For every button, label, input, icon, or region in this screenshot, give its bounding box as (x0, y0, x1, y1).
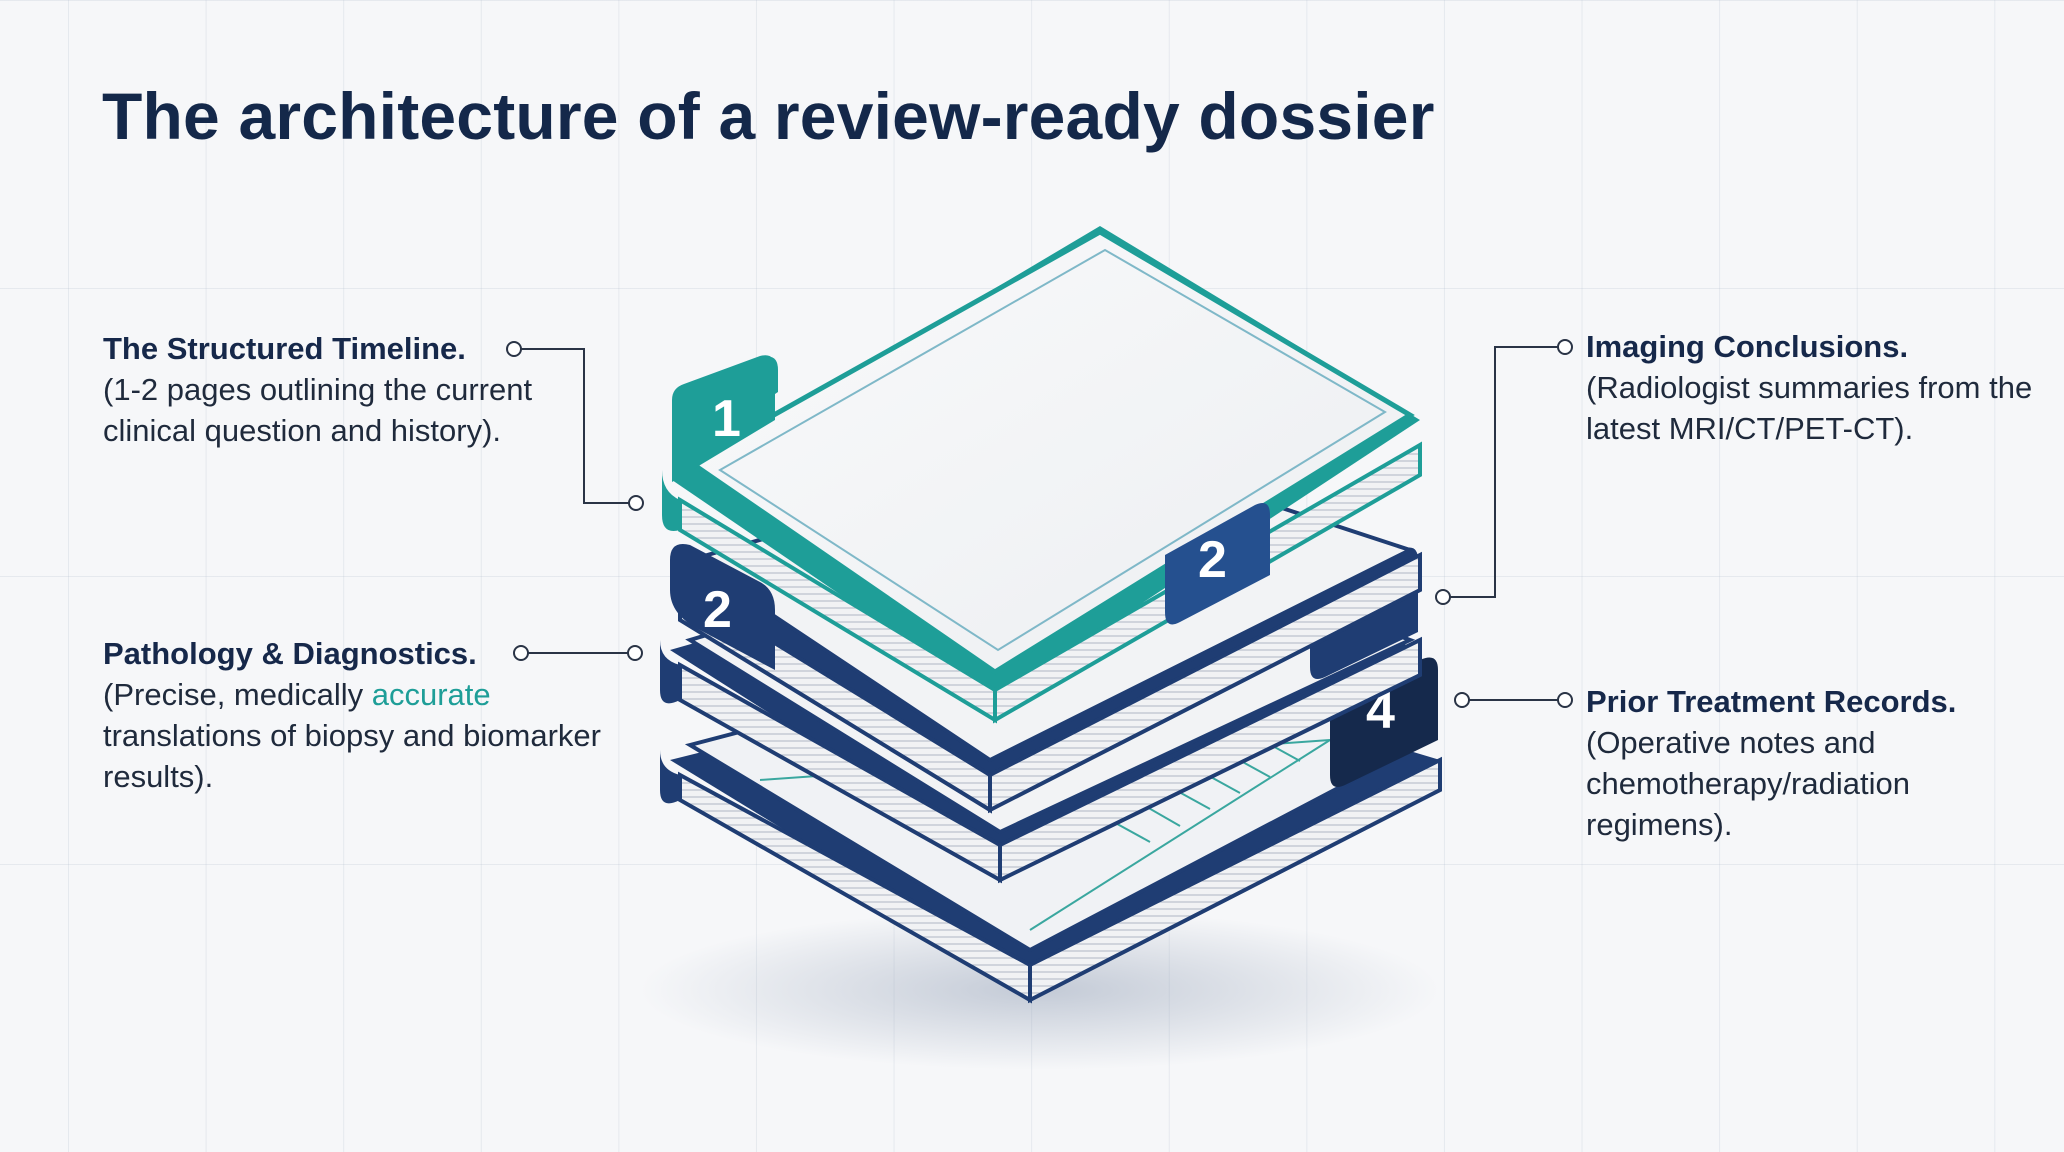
body-post: translations of biopsy and biomarker res… (103, 718, 601, 794)
callout-body: (Radiologist summaries from the latest M… (1586, 370, 2033, 446)
tab-1-number: 1 (712, 390, 741, 448)
connector-imaging (1435, 339, 1573, 605)
callout-body: (Operative notes and chemotherapy/radiat… (1586, 725, 1910, 842)
tab-2-top-number: 2 (1198, 531, 1227, 589)
book-1 (662, 226, 1422, 724)
callout-pathology-diagnostics: Pathology & Diagnostics. (Precise, medic… (103, 633, 623, 797)
callout-prior-treatment: Prior Treatment Records. (Operative note… (1586, 681, 2036, 845)
heading-accent: Structured Timeline. (166, 331, 466, 366)
callout-imaging-conclusions: Imaging Conclusions. (Radiologist summar… (1586, 326, 2036, 449)
body-pre: (Precise, medically (103, 677, 372, 712)
callout-heading: Prior Treatment Records. (1586, 684, 1957, 719)
callout-body: (1-2 pages outlining the current clinica… (103, 372, 533, 448)
connector-pathology (513, 645, 643, 661)
callout-heading: The Structured Timeline. (103, 328, 623, 369)
callout-heading: Imaging Conclusions. (1586, 329, 1909, 364)
tab-2-side: 2 (670, 544, 775, 670)
tab-2-top: 2 (1165, 502, 1270, 625)
callout-structured-timeline: The Structured Timeline. (1-2 pages outl… (103, 328, 623, 451)
tab-2-side-number: 2 (703, 581, 732, 639)
callout-body: (Precise, medically accurate translation… (103, 674, 623, 797)
heading-prefix: The (103, 331, 167, 366)
callout-heading: Pathology & Diagnostics. (103, 636, 477, 671)
connector-timeline (506, 341, 644, 511)
page-title: The architecture of a review-ready dossi… (102, 79, 1435, 153)
connector-treatment (1454, 692, 1573, 708)
body-accent: accurate (371, 677, 491, 712)
tab-1: 1 (672, 355, 778, 482)
